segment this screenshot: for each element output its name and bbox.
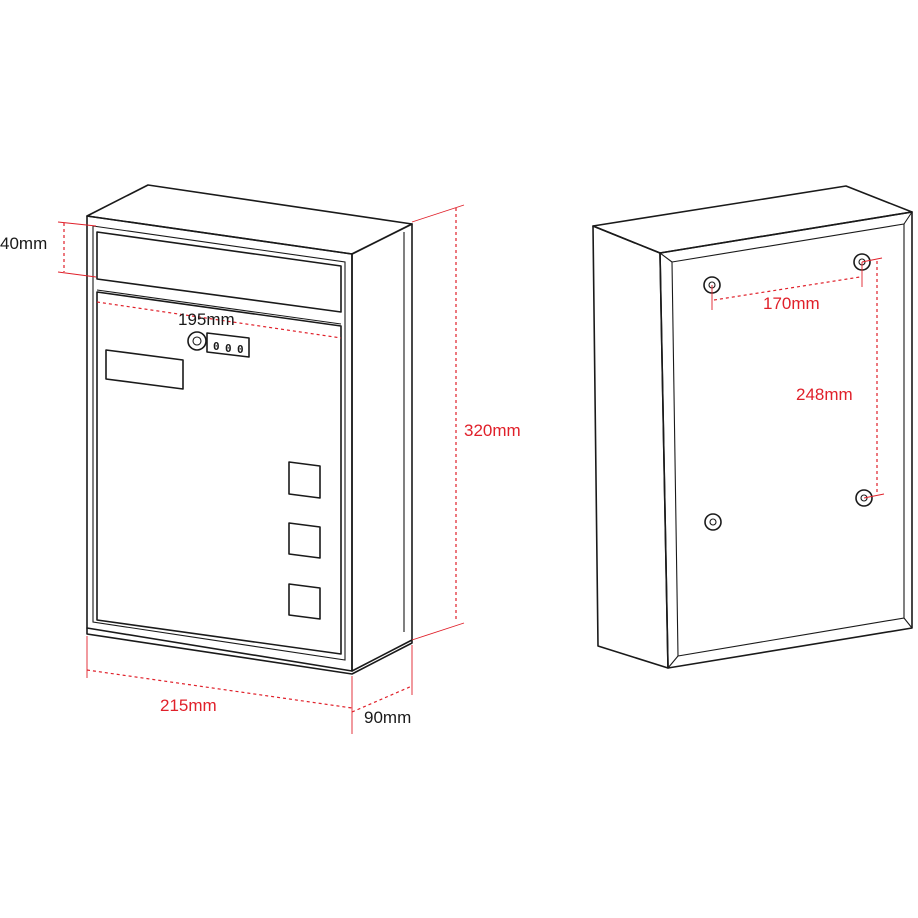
vent-window-2 — [288, 522, 321, 559]
slot-lower-edge — [96, 289, 342, 325]
hole-inner — [860, 494, 868, 502]
dim-320-ext-bottom — [411, 622, 465, 641]
lock-digit-1: 0 — [213, 340, 220, 353]
hole-inner — [709, 518, 717, 526]
mounting-hole-bottom-right — [855, 489, 873, 507]
mounting-hole-bottom-left — [704, 513, 722, 531]
lock-digit-3: 0 — [237, 343, 244, 356]
lock-knob-core — [192, 336, 202, 346]
dim-slot-height-label: 40mm — [0, 234, 47, 253]
bottom-plinth — [86, 627, 413, 675]
front-top-face — [86, 184, 413, 255]
dim-90-line — [351, 685, 413, 713]
name-plate — [105, 349, 184, 390]
combination-lock: 0 0 0 — [187, 331, 250, 358]
dim-320-ext-top — [411, 204, 465, 223]
hole-outer-icon — [704, 513, 722, 531]
front-side-face — [351, 223, 413, 672]
dim-40-ext-bottom — [57, 271, 97, 278]
back-side-face — [592, 225, 669, 669]
dim-195-line — [96, 301, 342, 339]
door-panel — [96, 291, 342, 655]
vent-window-3 — [288, 583, 321, 620]
back-dimensions: 170mm 248mm — [711, 257, 885, 499]
front-inner-frame — [92, 225, 346, 661]
dim-248-ext-top — [861, 257, 883, 263]
dim-248-ext-bottom — [863, 493, 885, 499]
bevel-corner-tr — [903, 211, 913, 225]
dim-hole-vertical-label: 248mm — [796, 385, 853, 404]
dim-215-line — [86, 669, 353, 709]
vent-window-1 — [288, 461, 321, 499]
dim-hole-horizontal-label: 170mm — [763, 294, 820, 313]
lock-knob-icon — [187, 331, 207, 351]
front-dimensions: 40mm 195mm 320mm 215mm 90mm — [0, 204, 521, 734]
front-face — [86, 215, 353, 672]
back-view — [592, 185, 913, 669]
mail-slot-flap — [96, 231, 342, 313]
dim-depth-label: 90mm — [364, 708, 411, 727]
lock-digit-2: 0 — [225, 342, 232, 355]
bevel-corner-br — [903, 617, 913, 629]
back-panel — [659, 211, 913, 669]
dim-door-width-label: 195mm — [178, 310, 235, 329]
dim-height-label: 320mm — [464, 421, 521, 440]
bevel-corner-tl — [659, 252, 673, 263]
dim-40-ext-top — [57, 221, 97, 227]
front-view: 0 0 0 — [86, 184, 413, 675]
dim-width-label: 215mm — [160, 696, 217, 715]
bevel-corner-bl — [667, 655, 679, 669]
hole-outer-icon — [855, 489, 873, 507]
lock-dial-body — [206, 332, 250, 358]
dim-170-line — [713, 276, 861, 301]
